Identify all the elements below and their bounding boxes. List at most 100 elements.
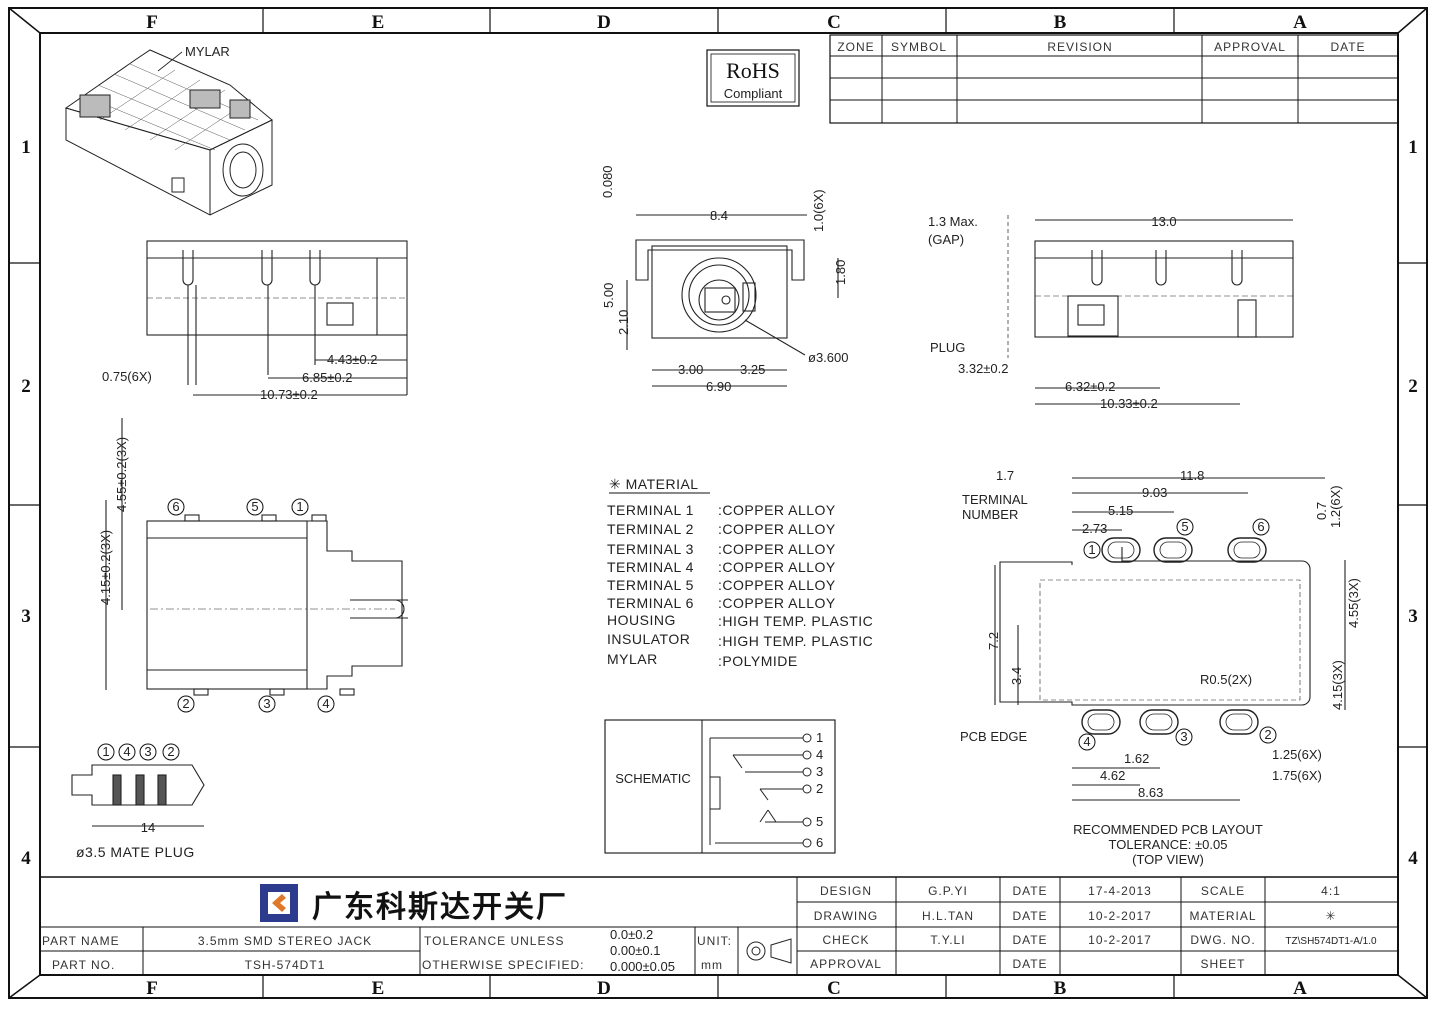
rohs-title: RoHS xyxy=(726,58,780,83)
zone-col: E xyxy=(372,978,385,999)
pcb-layout xyxy=(994,477,1346,801)
pcb-num: 2 xyxy=(1264,727,1271,742)
pcb-515: 5.15 xyxy=(1108,503,1133,518)
front-view xyxy=(146,240,408,396)
pin-num: 6 xyxy=(172,499,179,514)
pcb-num: 4 xyxy=(1083,734,1090,749)
tb-role: DRAWING xyxy=(814,909,879,923)
dim-end-500: 5.00 xyxy=(601,283,616,308)
material-title: ✳ MATERIAL xyxy=(609,476,699,492)
pcb-num: 1 xyxy=(1088,542,1095,557)
pcb-175: 1.75(6X) xyxy=(1272,768,1322,783)
zone-col: B xyxy=(1054,12,1067,33)
zone-letters-bottom: F E D C B A xyxy=(146,978,1307,999)
zone-col: A xyxy=(1293,978,1307,999)
mat-val: :COPPER ALLOY xyxy=(718,521,836,537)
tb-date: 10-2-2017 xyxy=(1088,933,1152,947)
rohs-badge: RoHS Compliant xyxy=(706,49,800,107)
sch-pin: 6 xyxy=(816,835,823,850)
mat-val: :HIGH TEMP. PLASTIC xyxy=(718,613,873,629)
tolerance-line2: OTHERWISE SPECIFIED: xyxy=(422,958,584,972)
dim-end-325: 3.25 xyxy=(740,362,765,377)
tol-value-2: 0.00±0.1 xyxy=(610,943,661,958)
sch-pin: 2 xyxy=(816,781,823,796)
sch-pin: 4 xyxy=(816,747,823,762)
plug-num: 4 xyxy=(123,744,130,759)
pin-num: 3 xyxy=(263,696,270,711)
zone-row: 3 xyxy=(21,606,31,627)
pcb-17: 1.7 xyxy=(996,468,1014,483)
zone-numbers: 1 2 3 4 1 2 3 4 xyxy=(21,137,1418,869)
mat-val: :COPPER ALLOY xyxy=(718,595,836,611)
zone-row: 4 xyxy=(21,848,31,869)
zone-letters-top: F E D C B A xyxy=(146,12,1307,33)
dim-side-gap1: 1.3 Max. xyxy=(928,214,978,229)
zone-col: F xyxy=(146,12,158,33)
pcb-edge: PCB EDGE xyxy=(960,729,1028,744)
tol-value-1: 0.0±0.2 xyxy=(610,927,653,942)
plug-title: ø3.5 MATE PLUG xyxy=(76,844,195,860)
pcb-caption-1: RECOMMENDED PCB LAYOUT xyxy=(1073,822,1263,837)
pcb-num: 5 xyxy=(1181,519,1188,534)
end-view xyxy=(626,214,839,387)
tb-role: APPROVAL xyxy=(810,957,882,971)
sch-pin: 5 xyxy=(816,814,823,829)
dim-end-180: 1.80 xyxy=(833,260,848,285)
pcb-415: 4.15(3X) xyxy=(1330,660,1345,710)
part-name-value: 3.5mm SMD STEREO JACK xyxy=(198,934,372,948)
dim-side-13: 13.0 xyxy=(1151,214,1176,229)
pcb-863: 8.63 xyxy=(1138,785,1163,800)
zone-row: 2 xyxy=(1408,376,1418,397)
pcb-903: 9.03 xyxy=(1142,485,1167,500)
tol-value-3: 0.000±0.05 xyxy=(610,959,675,974)
dim-front-443: 4.43±0.2 xyxy=(327,352,378,367)
title-block: 广东科斯达开关厂 PART NAME 3.5mm SMD STEREO JACK… xyxy=(40,876,1398,975)
sch-pin: 3 xyxy=(816,764,823,779)
pcb-12: 1.2(6X) xyxy=(1328,485,1343,528)
pcb-07: 0.7 xyxy=(1314,502,1329,520)
pcb-162: 1.62 xyxy=(1124,751,1149,766)
mat-key: INSULATOR xyxy=(607,631,690,647)
zone-col: F xyxy=(146,978,158,999)
side-view xyxy=(1007,215,1294,405)
mat-key: MYLAR xyxy=(607,651,658,667)
pin-num: 2 xyxy=(182,696,189,711)
plug-num: 3 xyxy=(144,744,151,759)
company-logo xyxy=(260,884,298,922)
pcb-273: 2.73 xyxy=(1082,521,1107,536)
zone-col: C xyxy=(827,978,841,999)
pcb-terminal-numbers: 1 5 6 4 3 2 xyxy=(1078,518,1277,751)
schematic-label: SCHEMATIC xyxy=(615,771,691,786)
mat-val: :POLYMIDE xyxy=(718,653,798,669)
mat-val: :HIGH TEMP. PLASTIC xyxy=(718,633,873,649)
tb-role: CHECK xyxy=(822,933,869,947)
zone-row: 4 xyxy=(1408,848,1418,869)
pcb-term1: TERMINAL xyxy=(962,492,1028,507)
dim-end-0080: 0.080 xyxy=(600,165,615,198)
dim-side-1033: 10.33±0.2 xyxy=(1100,396,1158,411)
dim-top-415: 4.15±0.2(3X) xyxy=(98,530,113,605)
tb-key: MATERIAL xyxy=(1189,909,1256,923)
mat-val: :COPPER ALLOY xyxy=(718,577,836,593)
mat-key: TERMINAL 4 xyxy=(607,559,694,575)
tb-role: DESIGN xyxy=(820,884,872,898)
dim-top-455: 4.55±0.2(3X) xyxy=(114,437,129,512)
pcb-num: 6 xyxy=(1257,519,1264,534)
dim-front-685: 6.85±0.2 xyxy=(302,370,353,385)
zone-col: D xyxy=(597,978,611,999)
top-pin-numbers: 6 5 1 2 3 4 xyxy=(167,498,335,713)
zone-col: C xyxy=(827,12,841,33)
mat-key: TERMINAL 6 xyxy=(607,595,694,611)
dim-front-pin: 0.75(6X) xyxy=(102,369,152,384)
mat-val: :COPPER ALLOY xyxy=(718,559,836,575)
pcb-455: 4.55(3X) xyxy=(1346,578,1361,628)
tb-key: SHEET xyxy=(1200,957,1245,971)
inner-border xyxy=(39,32,1399,976)
tb-date-key: DATE xyxy=(1012,909,1047,923)
iso-mylar-label: MYLAR xyxy=(185,44,230,59)
schematic: SCHEMATIC 1 4 3 2 5 6 xyxy=(604,719,836,854)
tolerance-line1: TOLERANCE UNLESS xyxy=(424,934,564,948)
mat-val: :COPPER ALLOY xyxy=(718,502,836,518)
pcb-34: 3.4 xyxy=(1009,667,1024,685)
